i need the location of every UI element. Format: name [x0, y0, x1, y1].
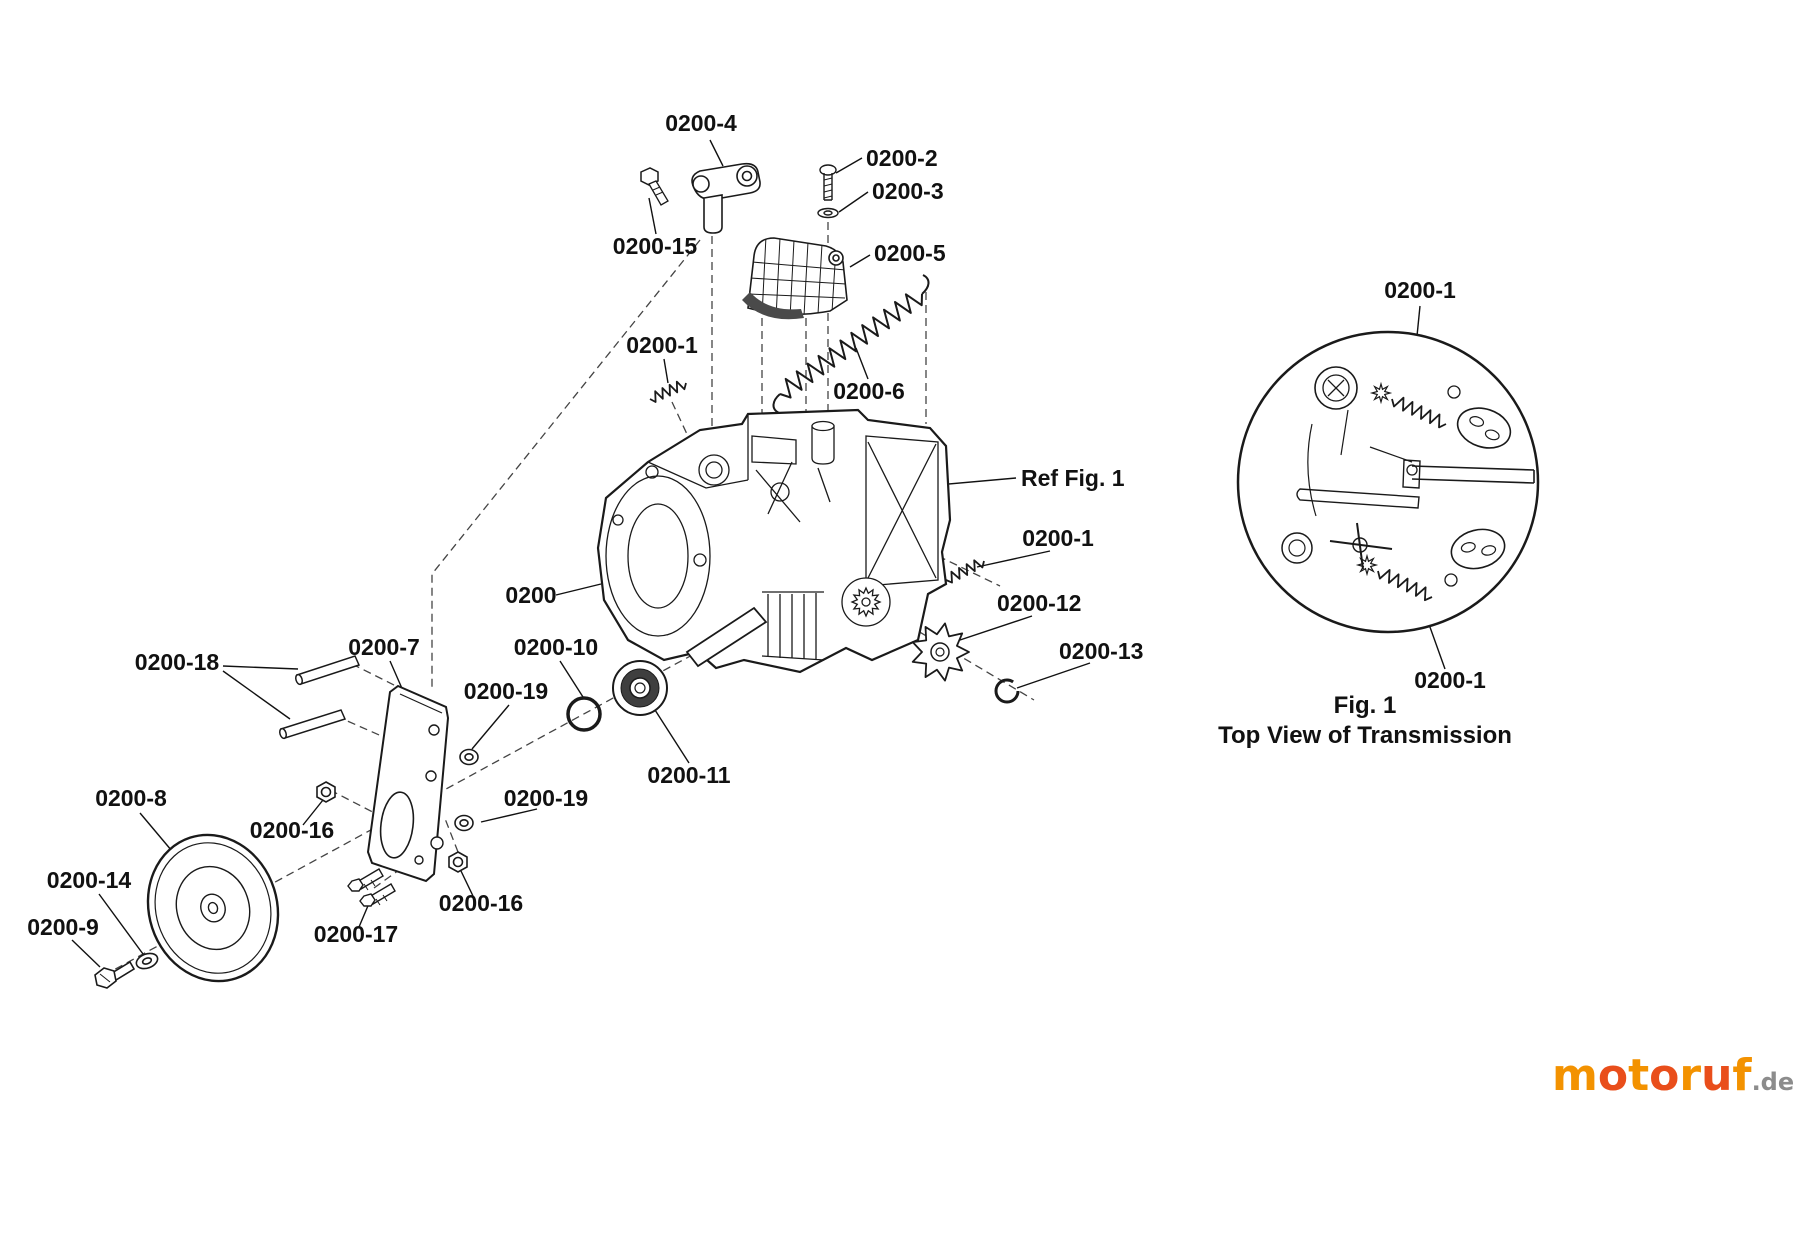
part-oring-0200-10	[566, 696, 602, 732]
part-pin-0200-18-upper	[295, 655, 361, 686]
label-0200-14: 0200-14	[47, 867, 132, 893]
figure1-detail-view	[1236, 330, 1540, 634]
part-bolt-0200-15	[640, 167, 669, 206]
part-spring-0200-1-upper	[649, 380, 687, 403]
label-0200-2: 0200-2	[866, 145, 938, 171]
label-0200-4: 0200-4	[665, 110, 737, 136]
part-pulley-0200-8	[146, 833, 280, 983]
part-bracket-0200-7	[366, 684, 450, 883]
label-0200-5: 0200-5	[874, 240, 946, 266]
part-bearing-0200-11	[612, 660, 668, 716]
part-shift-arm-0200-4	[691, 162, 761, 234]
figure1-caption: Fig. 1 Top View of Transmission	[1218, 692, 1512, 749]
label-0200-16-right: 0200-16	[439, 890, 523, 916]
label-0200-19-upper: 0200-19	[464, 678, 548, 704]
part-washer-0200-14	[135, 952, 159, 970]
part-pin-0200-18-lower	[279, 709, 347, 740]
label-0200-11: 0200-11	[647, 762, 730, 788]
label-0200-7: 0200-7	[348, 634, 420, 660]
part-transmission-housing-0200	[596, 408, 952, 674]
part-nut-0200-16-left	[316, 781, 336, 803]
part-screw-0200-2	[819, 164, 837, 201]
part-ring-0200-13	[994, 678, 1020, 704]
part-cam-plate-0200-5	[742, 237, 848, 320]
figure1-caption-subtitle: Top View of Transmission	[1218, 722, 1512, 749]
watermark-motoruf-logo[interactable]: motoruf.de	[1552, 1050, 1794, 1101]
label-0200-17: 0200-17	[314, 921, 398, 947]
figure1-caption-title: Fig. 1	[1334, 692, 1397, 719]
label-0200-18: 0200-18	[135, 649, 220, 675]
part-washer-0200-19-lower	[454, 814, 474, 832]
part-screw-0200-17-pair	[347, 868, 396, 907]
label-0200-1-upper: 0200-1	[626, 332, 698, 358]
part-washer-0200-3	[817, 207, 839, 219]
label-0200-9: 0200-9	[27, 914, 99, 940]
part-bolt-0200-9	[94, 960, 136, 989]
label-0200-1-right: 0200-1	[1022, 525, 1094, 551]
part-spring-0200-1-right	[945, 559, 985, 584]
label-0200-19-lower: 0200-19	[504, 785, 588, 811]
label-0200-1-fig-top: 0200-1	[1384, 277, 1456, 303]
label-0200-8: 0200-8	[95, 785, 167, 811]
label-0200-16-left: 0200-16	[250, 817, 334, 843]
part-nut-0200-16-right	[448, 851, 468, 873]
part-gear-0200-12	[911, 622, 970, 682]
part-washer-0200-19-upper	[459, 748, 479, 766]
part-labels: 0200-4 0200-2 0200-3 0200-15 0200-5 0200…	[27, 110, 1486, 947]
label-0200-12: 0200-12	[997, 590, 1081, 616]
label-0200-6: 0200-6	[833, 378, 905, 404]
label-0200-10: 0200-10	[514, 634, 598, 660]
label-0200-3: 0200-3	[872, 178, 944, 204]
label-ref-fig1: Ref Fig. 1	[1021, 465, 1125, 491]
label-0200: 0200	[505, 582, 556, 608]
label-0200-15: 0200-15	[613, 233, 698, 259]
label-0200-13: 0200-13	[1059, 638, 1143, 664]
label-0200-1-fig-bottom: 0200-1	[1414, 667, 1486, 693]
